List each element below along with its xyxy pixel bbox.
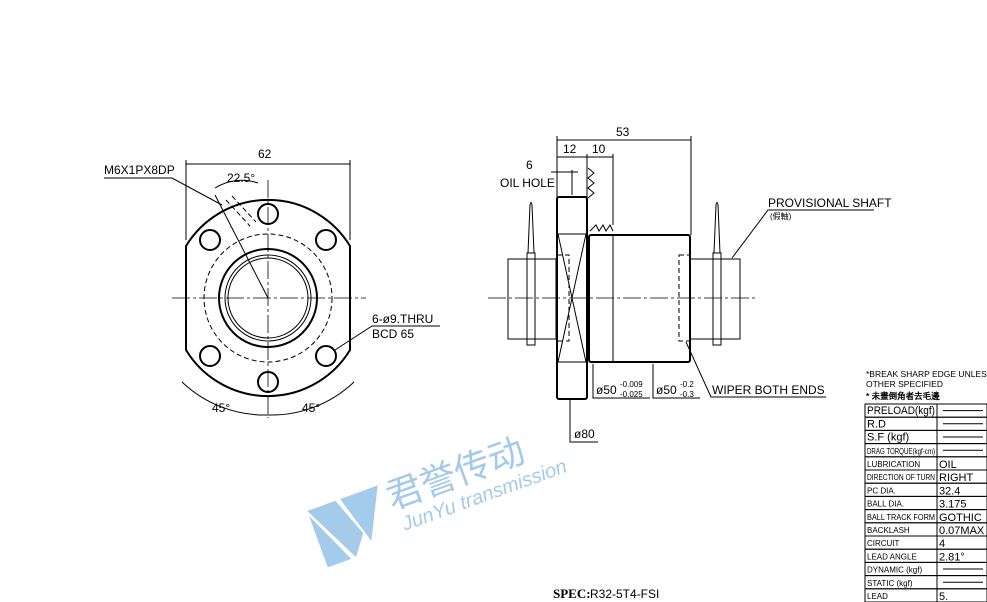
row-label: BALL TRACK FORM <box>867 513 935 522</box>
row-label: LEAD ANGLE <box>867 552 917 561</box>
table-row: LUBRICATION OIL <box>865 457 987 471</box>
row-value: GOTHIC <box>939 512 982 524</box>
table-row: BALL DIA. 3.175 <box>865 496 987 510</box>
dia2: ø50 <box>656 383 677 397</box>
side-view: 53 12 10 6 OIL HOLE PROVISIONAL SHAFT (假… <box>488 125 892 442</box>
provisional-shaft-label: PROVISIONAL SHAFT <box>768 196 892 210</box>
provisional-shaft-cn: (假軸) <box>770 211 792 221</box>
flange-dim: 12 <box>563 142 577 156</box>
dia2-lower: -0.3 <box>680 390 694 399</box>
row-value: 4 <box>939 538 945 550</box>
row-label: DRAG TORQUE(kgf-cm) <box>867 447 935 456</box>
row-value: 2.81° <box>939 551 965 563</box>
bcd-note: BCD 65 <box>372 327 414 341</box>
note-cn: * 未畫倒角者去毛邊 <box>866 391 940 401</box>
table-row: BACKLASH 0.07MAX <box>865 523 987 537</box>
row-label: R.D <box>867 418 886 430</box>
table-row: STATIC (kgf) <box>865 576 987 589</box>
dia1: ø50 <box>596 383 617 397</box>
table-row: DIRECTION OF TURN RIGHT <box>865 470 987 484</box>
watermark: 君誉传动 JunYu transmission <box>306 418 571 568</box>
oil-offset-dim: 6 <box>526 158 533 172</box>
oil-hole-label: OIL HOLE <box>500 176 555 190</box>
seat-dim: 10 <box>592 142 606 156</box>
row-value: 0.07MAX <box>939 525 985 537</box>
table-row: S.F (kgf) <box>865 430 987 443</box>
table-row: PRELOAD(kgf) <box>865 404 987 417</box>
row-label: LUBRICATION <box>867 460 920 469</box>
flange-dia: ø80 <box>574 427 595 441</box>
table-row: CIRCUIT 4 <box>865 536 987 550</box>
dia1-upper: -0.009 <box>620 380 643 389</box>
table-row: DYNAMIC (kgf) <box>865 562 987 575</box>
note-en: *BREAK SHARP EDGE UNLESS OTHER SPECIFIED <box>866 369 987 389</box>
width-dim: 62 <box>258 147 272 161</box>
table-row: LEAD ANGLE 2.81° <box>865 549 987 563</box>
dia1-lower: -0.025 <box>620 390 643 399</box>
row-label: S.F (kgf) <box>867 432 909 444</box>
wiper-label: WIPER BOTH ENDS <box>712 383 825 397</box>
row-label: STATIC (kgf) <box>867 579 913 588</box>
row-value: 3.175 <box>939 499 967 511</box>
thread-note: M6X1PX8DP <box>104 163 175 177</box>
row-value: 32.4 <box>939 485 960 497</box>
angle-left: 45° <box>212 401 230 415</box>
spec-label: SPEC: <box>553 586 591 601</box>
row-value: OIL <box>939 459 957 471</box>
table-row: PC DIA. 32.4 <box>865 483 987 497</box>
table-row: LEAD 5. <box>865 589 987 602</box>
front-view: 62 M6X1PX8DP 22.5° 6-ø9.THRU BCD 65 45° … <box>104 147 440 418</box>
junyu-logo <box>307 485 398 567</box>
dia2-upper: -0.2 <box>680 380 694 389</box>
row-value: RIGHT <box>939 472 974 484</box>
row-label: DYNAMIC (kgf) <box>867 566 922 575</box>
row-value: 5. <box>939 591 948 602</box>
hole-note: 6-ø9.THRU <box>372 312 433 326</box>
row-label: PC DIA. <box>867 486 896 495</box>
table-row: DRAG TORQUE(kgf-cm) <box>865 444 987 457</box>
table-row: BALL TRACK FORM GOTHIC <box>865 510 987 524</box>
length-dim: 53 <box>616 125 630 139</box>
spec-value: R32-5T4-FSI <box>590 587 659 601</box>
angle-dim: 22.5° <box>227 171 255 185</box>
row-label: PRELOAD(kgf) <box>867 405 935 417</box>
row-label: BALL DIA. <box>867 500 904 509</box>
row-label: DIRECTION OF TURN <box>867 473 935 482</box>
spec-table: *BREAK SHARP EDGE UNLESS OTHER SPECIFIED… <box>865 369 987 602</box>
table-row: R.D <box>865 417 987 430</box>
row-label: BACKLASH <box>867 526 910 535</box>
angle-right: 45° <box>302 401 320 415</box>
row-label: LEAD <box>867 592 888 601</box>
row-label: CIRCUIT <box>867 539 900 548</box>
